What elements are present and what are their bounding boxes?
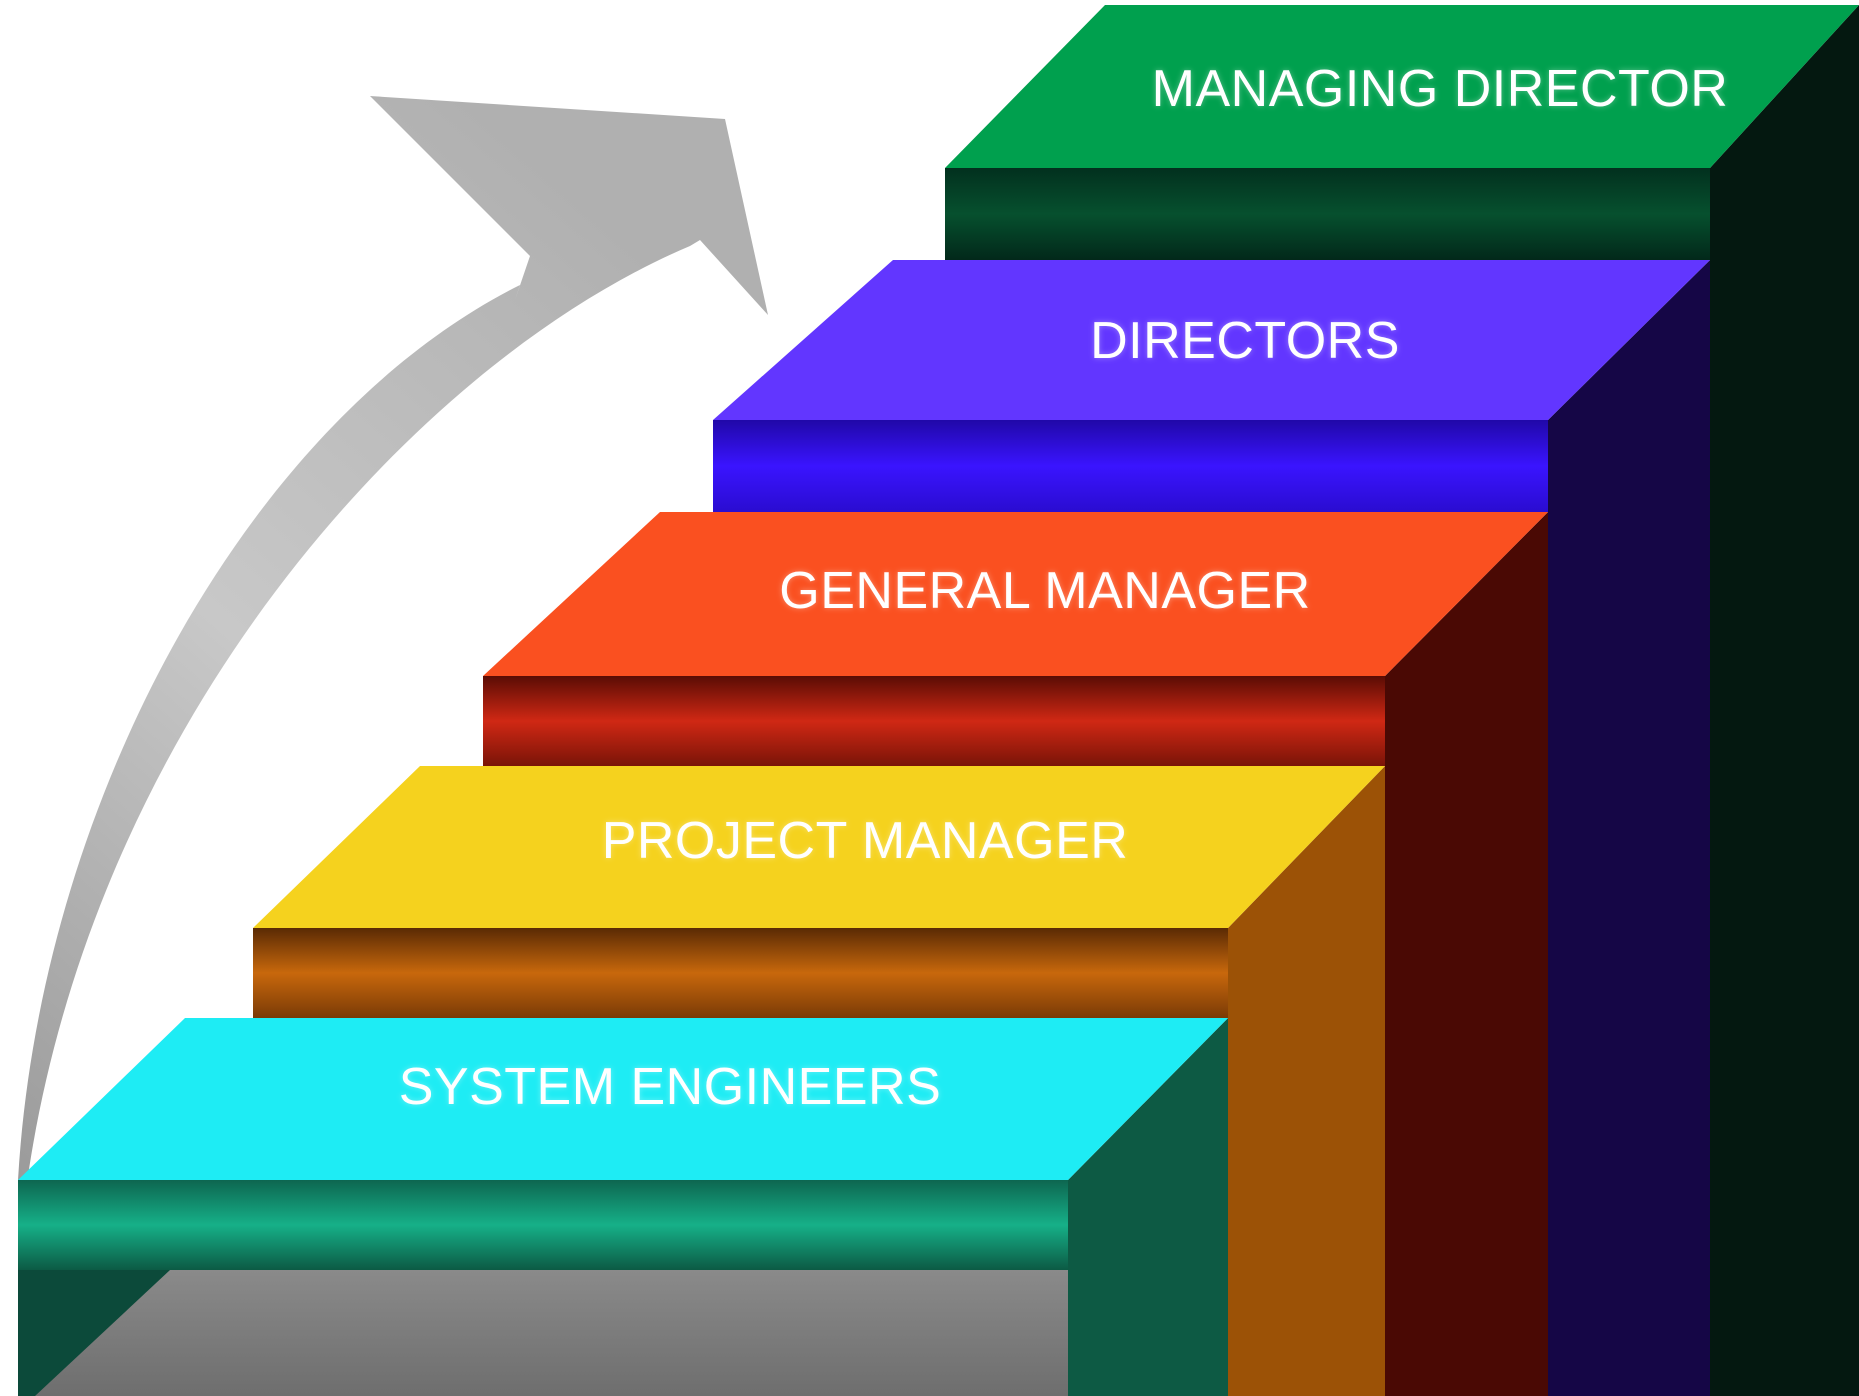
- step-top-face: [253, 766, 1385, 928]
- step-top-face: [18, 1018, 1228, 1180]
- step-top-face: [483, 512, 1548, 676]
- step-label: PROJECT MANAGER: [602, 812, 1129, 870]
- step-side-face: [1068, 1018, 1228, 1396]
- curved-up-arrow-icon: [18, 96, 768, 1190]
- step-side-face: [1548, 260, 1710, 1396]
- step-label: MANAGING DIRECTOR: [1152, 60, 1729, 118]
- step-general-manager: GENERAL MANAGER: [483, 512, 1548, 1396]
- step-front-face: [253, 928, 1228, 1018]
- staircase-base-shadow: [18, 1270, 170, 1396]
- step-side-face: [1228, 766, 1385, 1396]
- step-side-face: [1385, 512, 1548, 1396]
- step-front-face: [483, 676, 1385, 766]
- step-front-face: [713, 420, 1548, 512]
- step-top-face: [713, 260, 1710, 420]
- step-managing-director: MANAGING DIRECTOR: [945, 5, 1859, 1396]
- step-front-face: [945, 168, 1710, 260]
- step-system-engineers: SYSTEM ENGINEERS: [18, 1018, 1228, 1396]
- step-top-face: [945, 5, 1859, 168]
- step-label: SYSTEM ENGINEERS: [399, 1058, 942, 1116]
- staircase-base: [35, 1270, 1068, 1396]
- step-project-manager: PROJECT MANAGER: [253, 766, 1385, 1396]
- step-label: DIRECTORS: [1090, 312, 1400, 370]
- step-label: GENERAL MANAGER: [779, 562, 1310, 620]
- step-side-face: [1710, 5, 1859, 1396]
- step-directors: DIRECTORS: [713, 260, 1710, 1396]
- step-front-face: [18, 1180, 1068, 1270]
